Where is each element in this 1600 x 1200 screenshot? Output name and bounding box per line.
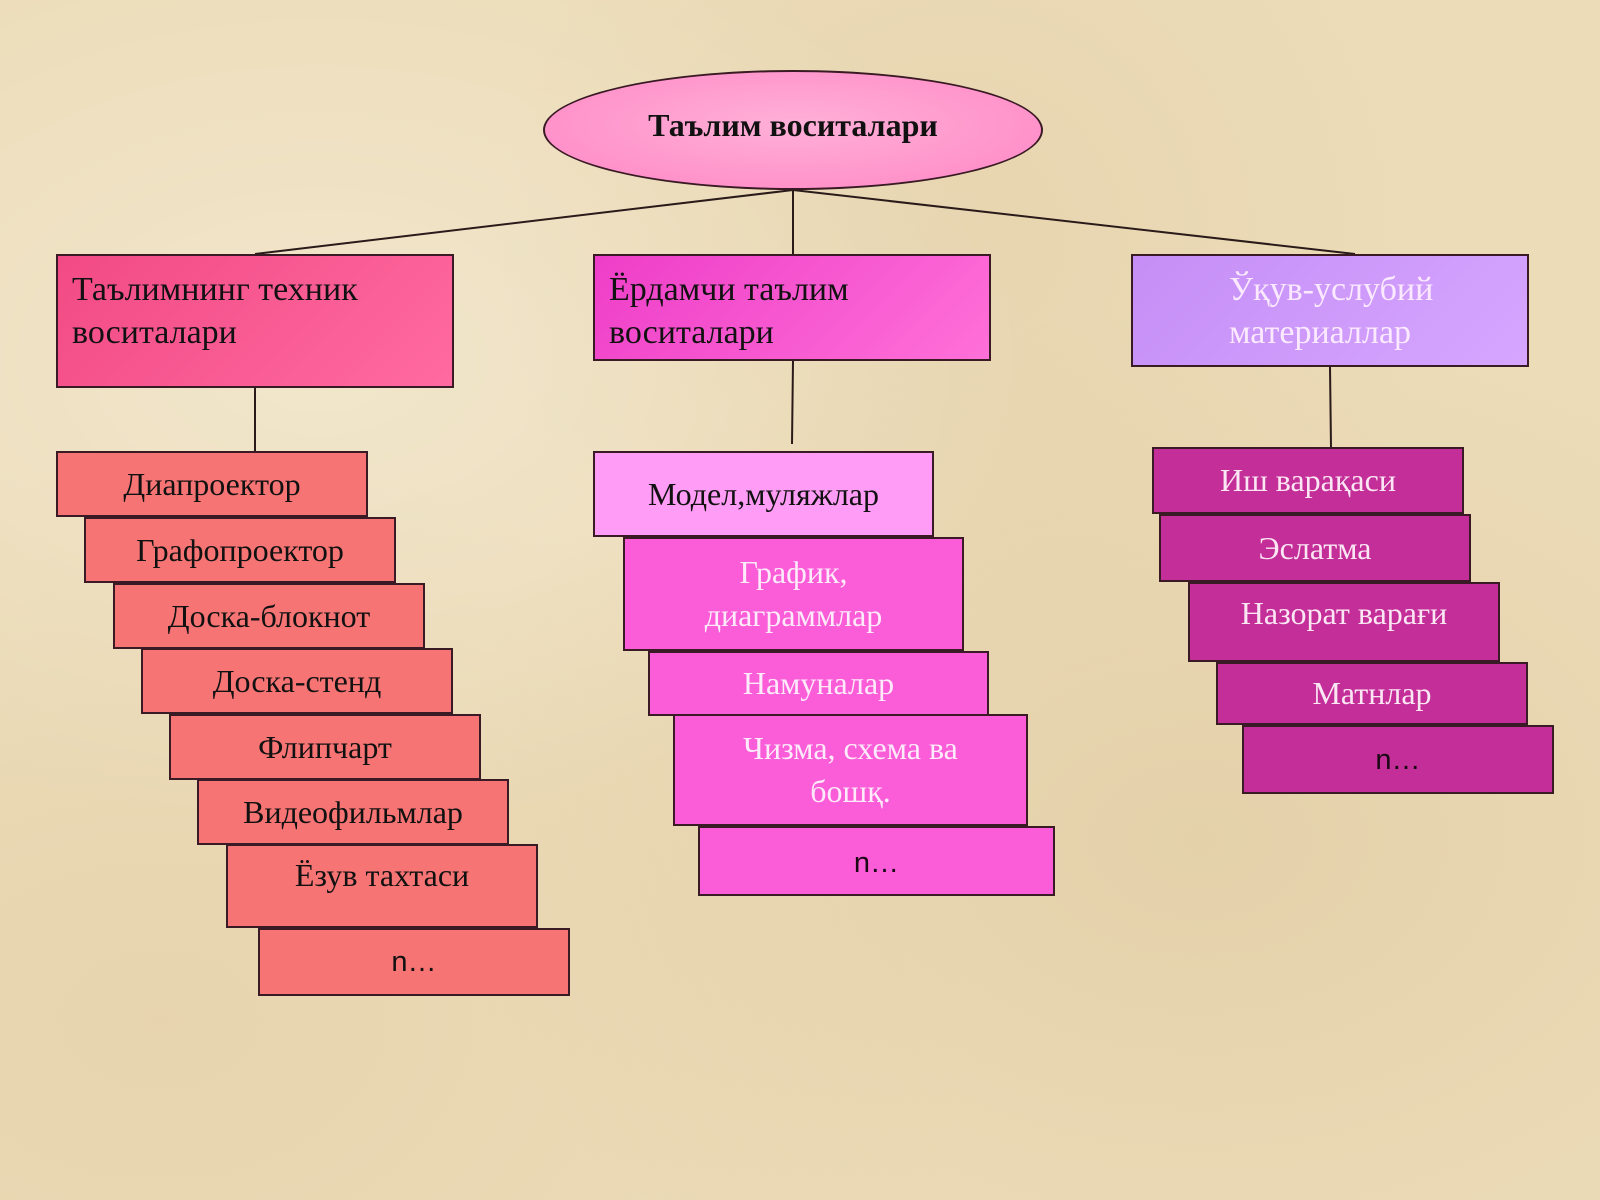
left-item-label: Диапроектор [123, 465, 301, 502]
category-auxiliary-means: Ёрдамчи таълим воситалари [593, 254, 991, 361]
category-technical-means: Таълимнинг техник воситалари [56, 254, 454, 388]
left-item: Видеофильмлар [197, 779, 509, 845]
left-item-more-label: n… [391, 945, 437, 978]
left-item: Диапроектор [56, 451, 368, 517]
left-item: Доска-блокнот [113, 583, 425, 649]
right-item-more-label: n… [1375, 744, 1421, 776]
connector-right-items [1329, 366, 1332, 448]
middle-item-label: Модел,муляжлар [648, 475, 879, 512]
left-item: Доска-стенд [141, 648, 453, 714]
middle-item: Модел,муляжлар [593, 451, 934, 537]
category-auxiliary-means-label: Ёрдамчи таълим воситалари [609, 271, 849, 351]
category-technical-means-label: Таълимнинг техник воситалари [72, 271, 358, 351]
connector-root-left [254, 189, 794, 255]
left-item: Графопроектор [84, 517, 396, 583]
left-item-label: Графопроектор [136, 531, 344, 568]
left-item-label: Доска-блокнот [167, 597, 371, 634]
left-item-label: Доска-стенд [212, 662, 382, 699]
middle-item-label: График, диаграммлар [704, 554, 883, 633]
right-item: Матнлар [1216, 662, 1528, 725]
right-item: Эслатма [1159, 514, 1471, 582]
connector-middle-items [791, 360, 794, 445]
left-item-label: Ёзув тахтаси [294, 857, 470, 893]
middle-item-more-label: n… [853, 847, 900, 879]
left-item: Флипчарт [169, 714, 481, 780]
right-item-label: Эслатма [1258, 529, 1372, 566]
middle-item-more: n… [698, 826, 1055, 896]
right-item-more: n… [1242, 725, 1554, 794]
root-node: Таълим воситалари [543, 70, 1043, 190]
left-item-label: Видеофильмлар [243, 793, 463, 830]
right-item: Иш варақаси [1152, 447, 1464, 514]
middle-item: Намуналар [648, 651, 989, 716]
category-methodical-materials: Ўқув-услубий материаллар [1131, 254, 1529, 367]
right-item: Назорат варағи [1188, 582, 1500, 662]
left-item-label: Флипчарт [258, 728, 392, 765]
right-item-label: Иш варақаси [1220, 462, 1396, 498]
left-item: Ёзув тахтаси [226, 844, 538, 928]
category-methodical-materials-label: Ўқув-услубий материаллар [1229, 271, 1434, 351]
middle-item: Чизма, схема ва бошқ. [673, 714, 1028, 826]
middle-item: График, диаграммлар [623, 537, 964, 651]
middle-item-label: Намуналар [742, 665, 895, 701]
right-item-label: Назорат варағи [1240, 595, 1448, 631]
root-label: Таълим воситалари [648, 106, 938, 143]
left-item-more: n… [258, 928, 570, 996]
right-item-label: Матнлар [1312, 675, 1432, 711]
middle-item-label: Чизма, схема ва бошқ. [743, 730, 958, 809]
connector-root-right [792, 189, 1356, 255]
